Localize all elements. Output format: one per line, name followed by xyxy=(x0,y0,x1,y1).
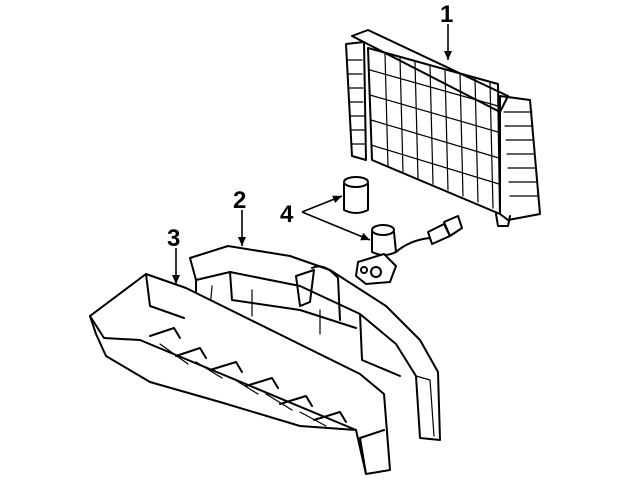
cap-part xyxy=(343,176,369,214)
radiator-part xyxy=(345,29,541,227)
leader-4a xyxy=(301,195,343,213)
callout-1: 1 xyxy=(440,1,453,28)
callout-2: 2 xyxy=(233,187,246,214)
callout-4: 4 xyxy=(280,201,294,228)
leader-4b xyxy=(301,211,371,241)
callout-leaders xyxy=(172,24,452,284)
reservoir-part xyxy=(355,215,463,285)
air-deflector-part xyxy=(89,273,391,475)
callout-3: 3 xyxy=(167,225,180,252)
